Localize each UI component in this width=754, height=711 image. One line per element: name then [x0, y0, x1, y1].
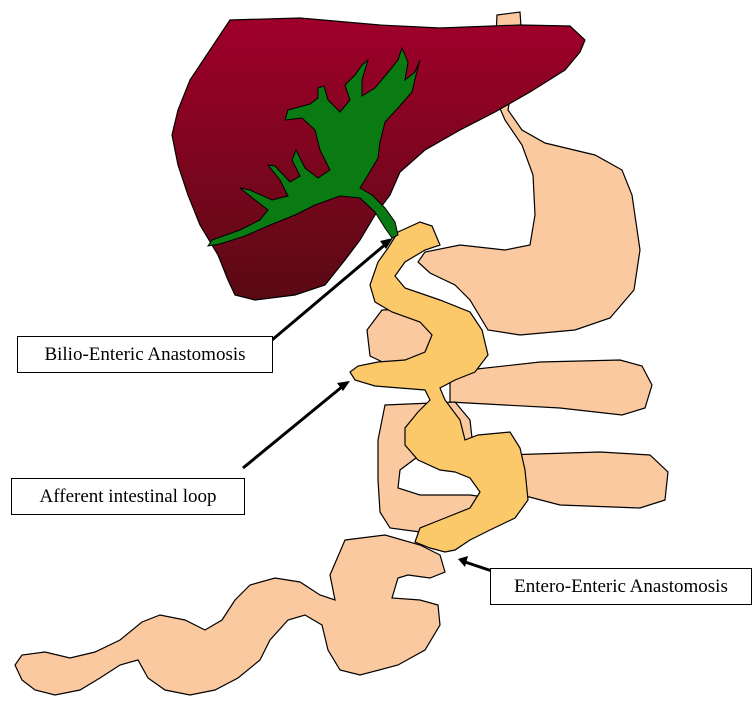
arrow-afferent-loop-line [243, 386, 343, 468]
label-bilio-enteric-text: Bilio-Enteric Anastomosis [44, 344, 245, 366]
arrow-entero-enteric-line [465, 562, 492, 571]
label-entero-enteric-text: Entero-Enteric Anastomosis [514, 576, 728, 598]
label-afferent-loop-text: Afferent intestinal loop [40, 486, 217, 508]
label-afferent-intestinal-loop: Afferent intestinal loop [11, 478, 245, 515]
arrow-entero-enteric-head [458, 556, 468, 567]
jejunum-loop-upper [450, 360, 652, 415]
ileum-loops-lower [15, 535, 445, 695]
label-entero-enteric-anastomosis: Entero-Enteric Anastomosis [490, 568, 752, 605]
jejunum-loop-middle [505, 452, 668, 508]
label-bilio-enteric-anastomosis: Bilio-Enteric Anastomosis [17, 336, 273, 373]
